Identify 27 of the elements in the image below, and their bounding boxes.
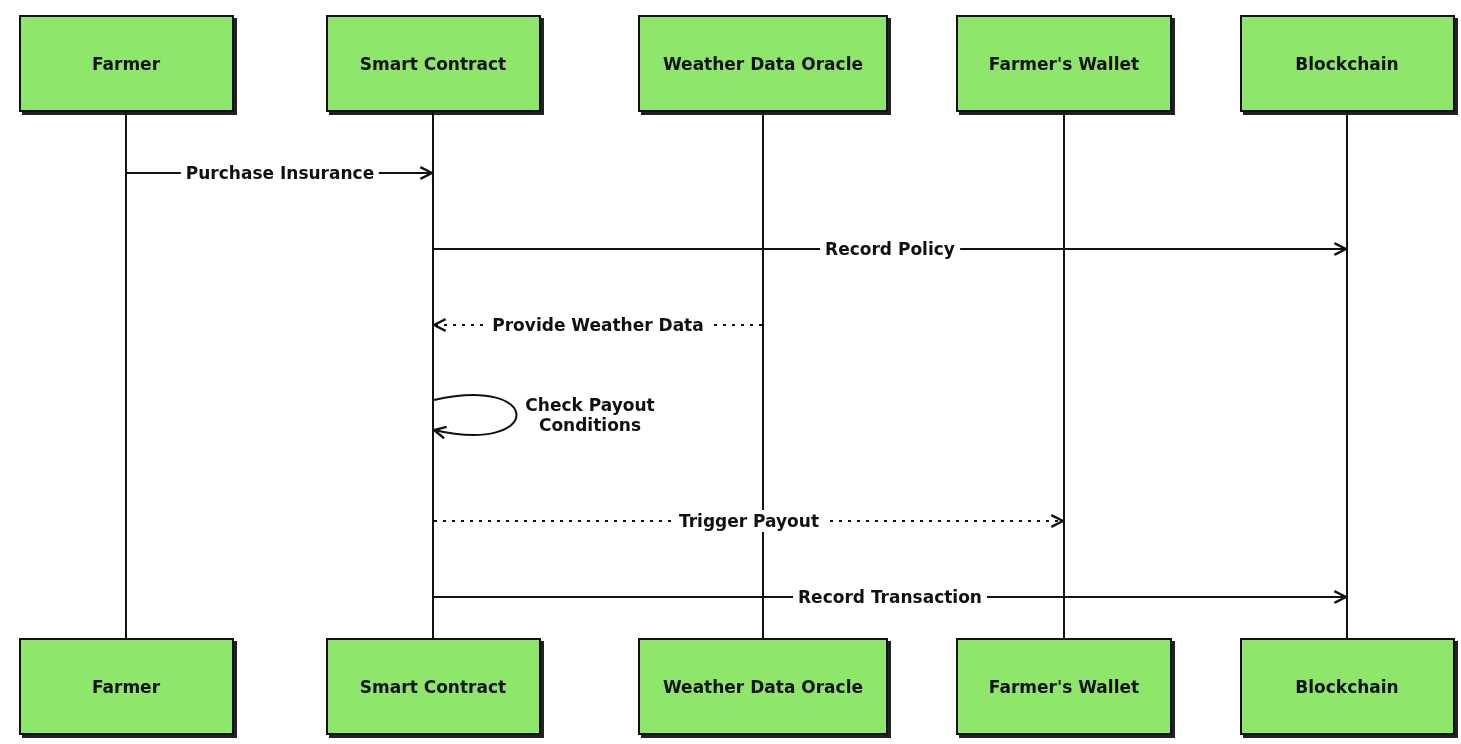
- participant-box: [325, 15, 541, 112]
- participant-name: Farmer's Wallet: [988, 53, 1140, 74]
- lifeline: [432, 112, 434, 638]
- participant-name: Farmer's Wallet: [988, 676, 1140, 697]
- participant-box: [1239, 15, 1455, 112]
- participant-name: Smart Contract: [359, 676, 507, 697]
- lifeline: [1063, 112, 1065, 638]
- participant-box: [956, 15, 1172, 112]
- participant-name: Weather Data Oracle: [662, 676, 864, 697]
- participant-box: [18, 638, 234, 735]
- participant-name: Smart Contract: [359, 53, 507, 74]
- participant-name: Farmer: [91, 676, 161, 697]
- lifeline: [762, 112, 764, 638]
- message-label: Record Policy: [820, 238, 960, 260]
- participant-box: [325, 638, 541, 735]
- participant-box: [1239, 638, 1455, 735]
- participant-box: [638, 638, 888, 735]
- participant-box: [638, 15, 888, 112]
- lifeline: [125, 112, 127, 638]
- participant-name: Weather Data Oracle: [662, 53, 864, 74]
- participant-name: Blockchain: [1295, 676, 1399, 697]
- self-message-arrow: [432, 394, 518, 439]
- participant-name: Farmer: [91, 53, 161, 74]
- participant-box: [18, 15, 234, 112]
- lifeline: [1346, 112, 1348, 638]
- participant-box: [956, 638, 1172, 735]
- participant-name: Blockchain: [1295, 53, 1399, 74]
